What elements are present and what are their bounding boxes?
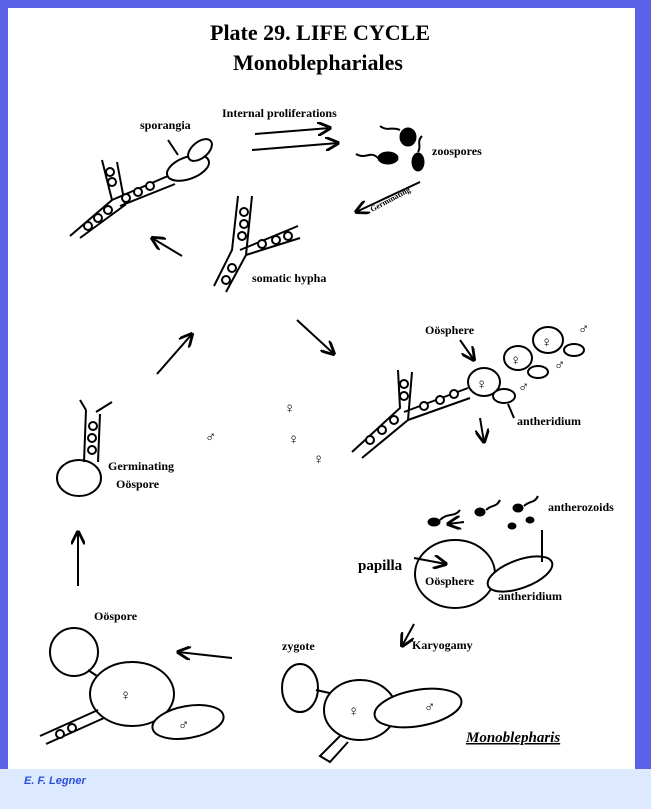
- female-symbol: ♀: [313, 452, 324, 468]
- female-symbol: ♀: [510, 353, 521, 369]
- male-symbol: ♂: [205, 430, 216, 446]
- arrow-to-somatic: [156, 334, 192, 375]
- pointer-oosphere: [459, 339, 474, 360]
- male-symbol: ♂: [554, 358, 565, 374]
- label-sporangia: sporangia: [140, 118, 191, 132]
- label-somatic-hypha: somatic hypha: [252, 271, 326, 285]
- arrow-proliferation-2: [251, 143, 338, 150]
- label-zoospores: zoospores: [432, 144, 482, 158]
- male-symbol: ♂: [424, 700, 435, 716]
- arrow-antherozoid-swim: [448, 522, 465, 524]
- female-symbol: ♀: [541, 335, 552, 351]
- pointer-antheridium: [507, 403, 515, 419]
- male-symbol: ♂: [178, 718, 189, 734]
- sexual-hypha: [351, 326, 585, 459]
- label-karyogamy: Karyogamy: [412, 638, 473, 652]
- label-genus: Monoblepharis: [465, 730, 560, 746]
- female-symbol: ♀: [288, 432, 299, 448]
- arrow-karyogamy: [402, 623, 415, 646]
- female-symbol: ♀: [348, 704, 359, 720]
- label-antheridium-upper: antheridium: [517, 414, 581, 428]
- label-oosphere-lower: Oösphere: [425, 574, 475, 588]
- label-oospore: Oöspore: [94, 609, 138, 623]
- label-germinating-oospore: Oöspore: [116, 477, 160, 491]
- female-symbol: ♀: [120, 688, 131, 704]
- label-germinating-rotated: Germinating: [369, 185, 412, 214]
- arrow-to-sexual: [296, 319, 334, 354]
- label-antheridium-lower: antheridium: [498, 589, 562, 603]
- male-symbol: ♂: [578, 322, 589, 338]
- credit-band: [0, 769, 651, 809]
- arrow-to-sporangia: [152, 238, 183, 257]
- label-oosphere-upper: Oösphere: [425, 323, 475, 337]
- male-symbol: ♂: [518, 380, 529, 396]
- zygote-stage: [281, 663, 463, 764]
- zoospores-group: [355, 125, 425, 172]
- plate-subtitle: Monoblephariales: [233, 50, 403, 75]
- label-antherozoids: antherozoids: [548, 500, 614, 514]
- arrow-proliferation-1: [254, 128, 330, 134]
- hypha-with-sporangia: [69, 138, 213, 239]
- arrow-to-fertilization: [480, 417, 484, 442]
- arrow-germinating: [356, 181, 421, 212]
- somatic-hypha: [213, 195, 301, 293]
- female-symbol: ♀: [284, 401, 295, 417]
- label-internal-proliferations: Internal proliferations: [222, 106, 337, 120]
- arrow-to-oospore: [178, 652, 233, 658]
- germinating-oospore: [56, 399, 113, 497]
- pointer-papilla: [413, 558, 446, 564]
- label-germinating: Germinating: [108, 459, 174, 473]
- oospore-stage: [39, 627, 225, 745]
- label-papilla: papilla: [358, 558, 403, 574]
- credit-text: E. F. Legner: [24, 775, 86, 787]
- plate-title: Plate 29. LIFE CYCLE: [210, 20, 430, 45]
- antherozoids-group: [427, 495, 539, 530]
- female-symbol: ♀: [476, 377, 487, 393]
- label-zygote: zygote: [282, 639, 315, 653]
